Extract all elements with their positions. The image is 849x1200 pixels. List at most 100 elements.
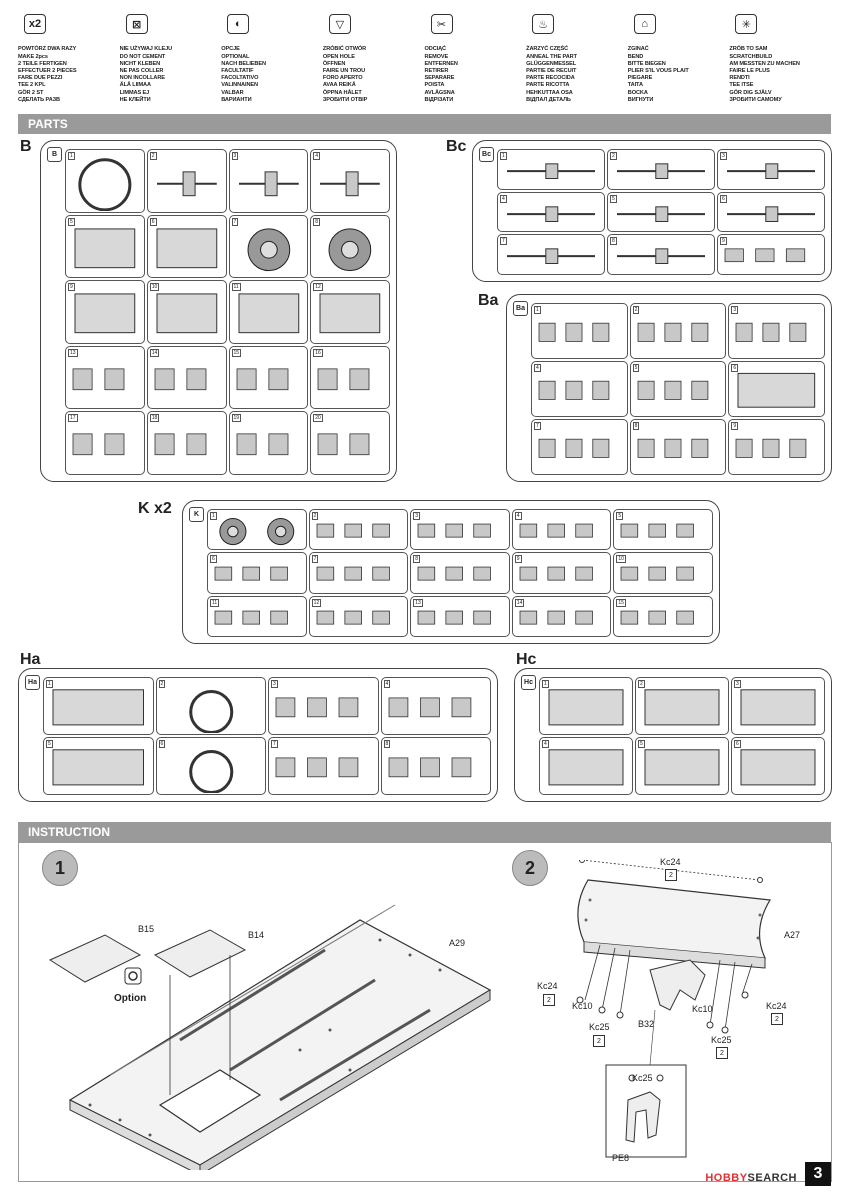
legend-text: NICHT KLEBEN <box>119 60 161 67</box>
sprue-bc-label: Bc <box>446 138 467 155</box>
legend-text: PLIER S'IL VOUS PLAIT <box>627 67 689 74</box>
sprue-cell: 13 <box>410 595 510 637</box>
part-number: 3 <box>231 152 239 160</box>
part-number: 1 <box>542 680 549 688</box>
legend-text: СДЕЛАТЬ РАЗВ <box>18 96 60 103</box>
bend-icon: ⌂ <box>633 14 656 35</box>
legend-text: PARTE RECOCIDA <box>526 75 575 82</box>
part-shape <box>637 380 708 400</box>
legend-text: PARTE RICOTTA <box>526 82 570 89</box>
part-number: 18 <box>149 414 160 423</box>
sprue-cell: 2 <box>155 677 266 735</box>
part-shape <box>316 610 390 625</box>
part-shape <box>507 163 595 179</box>
part-number: 7 <box>500 237 507 246</box>
legend-text: NACH BELIEBEN <box>221 60 266 67</box>
part-shape <box>617 205 705 222</box>
part-shape <box>317 368 370 390</box>
part-shape <box>617 248 705 265</box>
repeat-twice-icon: x2 <box>24 14 46 35</box>
part-shape <box>219 517 295 546</box>
sprue-cell: 12 <box>310 280 390 344</box>
sprue-cell: 5 <box>65 214 145 279</box>
step-1-diagram <box>48 904 492 1170</box>
part-shape <box>637 322 708 342</box>
sprue-cell: 19 <box>228 411 309 475</box>
part-shape <box>617 163 705 179</box>
part-number: 7 <box>271 740 278 748</box>
sprue-cell: 9 <box>65 280 145 344</box>
part-number: 7 <box>534 422 541 430</box>
legend-text: RETIRER <box>424 67 449 74</box>
sprue-k-label: K x2 <box>138 500 172 517</box>
legend-text: POWTÓRZ DWA RAZY <box>18 46 77 53</box>
part-shape <box>78 158 132 211</box>
part-number: 4 <box>514 512 522 520</box>
callout-kc24-left: Kc24 <box>537 981 558 991</box>
callout-b14: B14 <box>248 930 265 940</box>
part-number: 15 <box>616 598 626 607</box>
part-shape <box>417 610 492 625</box>
callout-kc25-right: Kc25 <box>711 1035 732 1045</box>
part-number: 8 <box>313 217 321 226</box>
qty-badge: 2 <box>593 1035 605 1047</box>
part-number: 12 <box>311 598 322 607</box>
part-shape <box>637 438 708 458</box>
part-shape <box>316 523 390 538</box>
legend-text: ANNEAL THE PART <box>526 53 577 60</box>
part-number: 1 <box>500 152 507 160</box>
qty-badge: 2 <box>665 869 677 881</box>
legend-text: ŻARZYĆ CZĘŚĆ <box>526 46 569 53</box>
part-number: 8 <box>632 422 640 430</box>
part-number: 6 <box>158 740 166 748</box>
sprue-cell: 2 <box>308 509 409 551</box>
sprue-tag: Ba <box>513 301 528 316</box>
sprue-cell: 2 <box>635 677 729 735</box>
part-shape <box>317 433 370 456</box>
legend-text: ZRÓBIĆ OTWÓR <box>322 46 367 53</box>
part-number: 8 <box>610 237 617 246</box>
sprue-cell: 11 <box>228 280 309 344</box>
sprue-cell: 5 <box>43 737 154 795</box>
part-shape <box>156 228 217 268</box>
part-number: 2 <box>632 306 640 314</box>
sprue-cell: 5 <box>629 361 727 417</box>
sprue-cell: 6 <box>717 191 825 233</box>
hobbysearch-watermark: HOBBYSEARCH <box>705 1172 797 1184</box>
callout-kc25-detail: Kc25 <box>632 1073 653 1083</box>
instruction-frame <box>18 842 832 1182</box>
part-number: 5 <box>616 512 624 520</box>
part-number: 11 <box>210 598 220 607</box>
page-number: 3 <box>805 1162 831 1186</box>
legend-text: OPTIONAL <box>221 53 250 60</box>
sprue-cell: 1 <box>65 149 145 213</box>
sprue-cell: 11 <box>207 595 307 637</box>
sprue-cell: 15 <box>228 345 309 410</box>
part-shape <box>72 368 125 390</box>
step-2-diagram <box>576 860 771 1158</box>
part-shape <box>724 248 806 263</box>
callout-pe8: PE8 <box>612 1153 630 1163</box>
part-number: 10 <box>149 283 160 292</box>
legend-text: FARE DUE PEZZI <box>18 75 63 82</box>
sprue-cell: 9 <box>511 552 612 594</box>
sprue-cell: 7 <box>308 552 409 594</box>
part-number: 3 <box>734 680 741 688</box>
sprue-cell: 1 <box>531 303 628 359</box>
legend-text: ENTFERNEN <box>424 60 458 67</box>
legend-text: FAIRE UN TROU <box>322 67 366 74</box>
part-number: 4 <box>500 194 507 203</box>
part-number: 3 <box>413 512 420 520</box>
legend-text: AVLÄGSNA <box>424 89 455 96</box>
legend-text: GÖR 2 ST <box>18 89 44 96</box>
legend-text: ÖPPNA HÅLET <box>322 89 362 96</box>
callout-a29: A29 <box>449 938 466 948</box>
sprue-cell: 9 <box>717 234 825 275</box>
part-shape <box>238 171 299 197</box>
sprue-b-label: B <box>20 138 32 155</box>
part-shape <box>247 228 290 271</box>
sprue-cell: 4 <box>380 677 491 735</box>
part-number: 2 <box>311 512 319 520</box>
